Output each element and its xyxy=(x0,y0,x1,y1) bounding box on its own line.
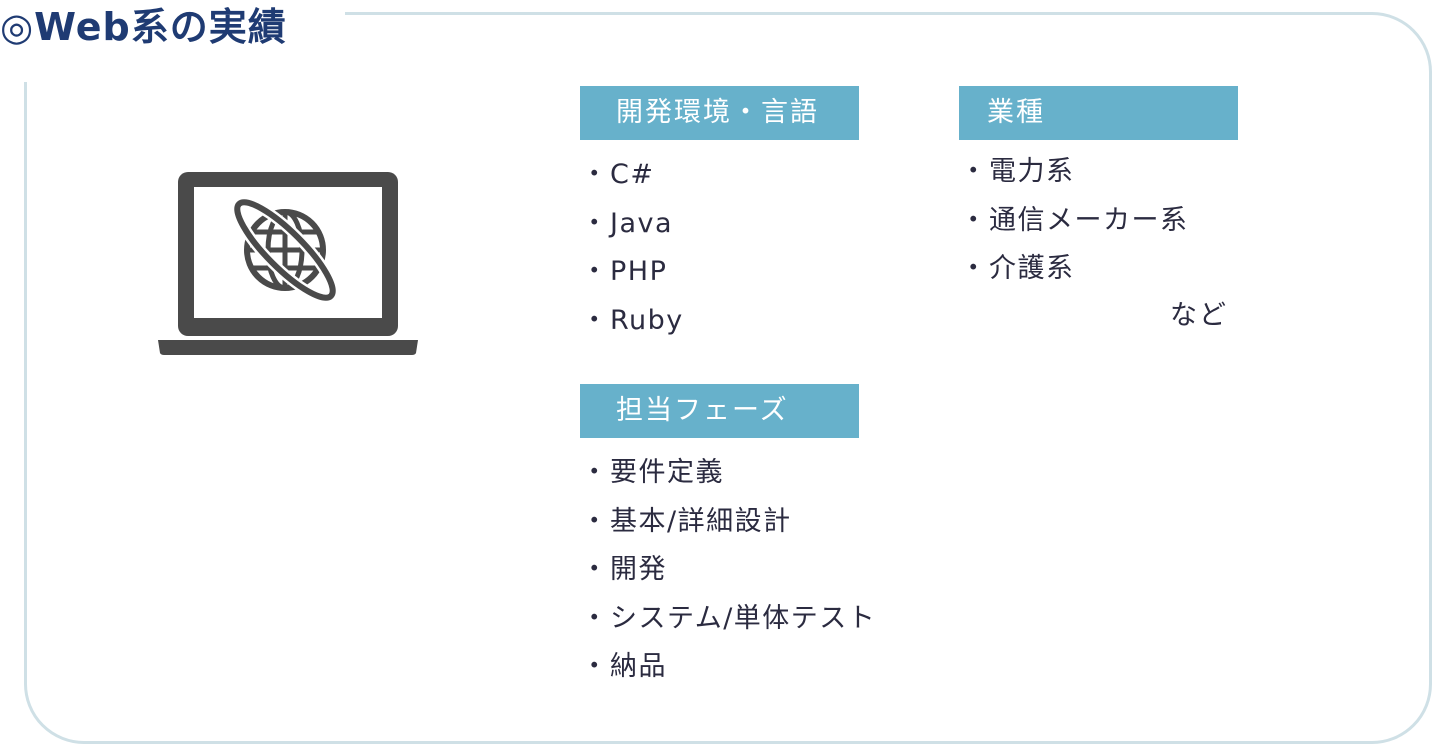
list-item-label: Ruby xyxy=(610,304,684,336)
list-item: ・Java xyxy=(580,200,684,249)
languages-list: ・C# ・Java ・PHP ・Ruby xyxy=(580,151,684,345)
list-item-label: 通信メーカー系 xyxy=(989,204,1189,236)
bullet: ・ xyxy=(959,253,989,284)
content-frame xyxy=(24,12,1432,744)
list-item: ・納品 xyxy=(580,643,876,692)
list-item: ・開発 xyxy=(580,546,876,595)
phases-header: 担当フェーズ xyxy=(580,384,859,438)
list-item-label: C# xyxy=(610,159,655,190)
bullet: ・ xyxy=(580,457,610,488)
list-item-label: 開発 xyxy=(610,554,667,585)
list-item-label: 要件定義 xyxy=(610,457,724,488)
bullet: ・ xyxy=(580,207,610,239)
page-title: ◎Web系の実績 xyxy=(0,5,287,49)
list-item: ・C# xyxy=(580,151,684,200)
bullet: ・ xyxy=(959,204,989,236)
list-item-label: 介護系 xyxy=(989,253,1075,284)
bullet: ・ xyxy=(580,304,610,336)
list-item: ・電力系 xyxy=(959,148,1189,197)
list-item: ・PHP xyxy=(580,248,684,297)
list-item: ・システム/単体テスト xyxy=(580,595,876,644)
frame-gap xyxy=(0,0,345,82)
list-item-label: システム/単体テスト xyxy=(610,602,877,634)
list-item-label: Java xyxy=(610,207,674,239)
bullet: ・ xyxy=(580,256,610,287)
bullet: ・ xyxy=(580,505,610,537)
industries-list: ・電力系 ・通信メーカー系 ・介護系 xyxy=(959,148,1189,294)
list-item-label: 電力系 xyxy=(989,156,1075,187)
globe-icon xyxy=(231,196,339,304)
list-item-label: PHP xyxy=(610,256,668,287)
list-item: ・要件定義 xyxy=(580,449,876,498)
frame-left-edge xyxy=(24,82,27,122)
list-item: ・基本/詳細設計 xyxy=(580,498,876,547)
bullet: ・ xyxy=(580,602,610,634)
list-item-label: 納品 xyxy=(610,651,667,682)
list-item: ・介護系 xyxy=(959,245,1189,294)
industries-etc: など xyxy=(1170,300,1228,331)
languages-header: 開発環境・言語 xyxy=(580,86,859,140)
phases-list: ・要件定義 ・基本/詳細設計 ・開発 ・システム/単体テスト ・納品 xyxy=(580,449,876,692)
laptop-globe-icon xyxy=(158,172,418,355)
bullet: ・ xyxy=(580,159,610,190)
industries-header: 業種 xyxy=(959,86,1238,140)
list-item-label: 基本/詳細設計 xyxy=(610,505,792,537)
bullet: ・ xyxy=(580,554,610,585)
list-item: ・Ruby xyxy=(580,297,684,346)
list-item: ・通信メーカー系 xyxy=(959,197,1189,246)
bullet: ・ xyxy=(580,651,610,682)
bullet: ・ xyxy=(959,156,989,187)
